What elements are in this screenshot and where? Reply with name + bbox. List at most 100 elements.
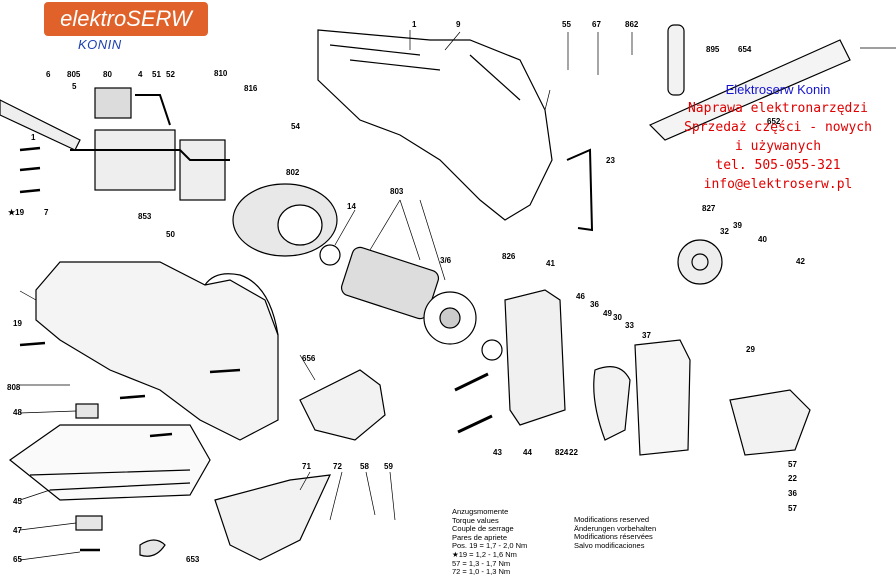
part-label: 41 — [546, 259, 555, 268]
part-label: 862 — [625, 20, 639, 29]
rod-654 — [648, 39, 851, 141]
plate-37 — [634, 339, 691, 456]
brand-logo: elektroSERW — [44, 2, 208, 36]
part-label: 4 — [138, 70, 143, 79]
part-label: 80 — [103, 70, 112, 79]
torque-row: 57 = 1,3 - 1,7 Nm — [452, 558, 511, 568]
part-label: 57 — [788, 460, 797, 469]
part-label: 58 — [360, 462, 369, 471]
part-label: 49 — [603, 309, 612, 318]
part-label: 46 — [576, 292, 585, 301]
part-label: 36 — [590, 300, 599, 309]
guard-656 — [299, 369, 386, 441]
torque-heading: Pares de apriete — [452, 532, 508, 542]
part-label: 47 — [13, 526, 22, 535]
torque-row: 72 = 1,0 - 1,3 Nm — [452, 567, 511, 577]
base-plate — [8, 424, 211, 501]
part-label: 9 — [456, 20, 461, 29]
part-label: 656 — [302, 354, 316, 363]
part-label: 826 — [502, 252, 516, 261]
part-label: 71 — [302, 462, 311, 471]
torque-heading: Torque values — [452, 515, 499, 525]
part-label: 805 — [67, 70, 81, 79]
part-label: 32 — [720, 227, 729, 236]
contact-line: i używanych — [734, 139, 822, 154]
part-label: 33 — [625, 321, 634, 330]
part-label: 827 — [702, 204, 716, 213]
part-label: 54 — [291, 122, 300, 131]
modifications-line: Modifications reserved — [574, 515, 650, 524]
part-label: 1 — [412, 20, 417, 29]
torque-row: Pos. 19 = 1,7 - 2,0 Nm — [452, 541, 528, 551]
contact-block: Elektroserw Konin Naprawa elektronarzędz… — [676, 80, 880, 194]
torque-row: ★19 = 1,2 - 1,6 Nm — [452, 549, 517, 559]
modifications-line: Modifications réservées — [574, 532, 653, 542]
part-label-group: 1 9 55 67 862 895 654 6 805 5 80 4 51 52… — [7, 20, 805, 564]
torque-heading: Anzugsmomente — [452, 507, 509, 516]
part-label: 895 — [706, 45, 720, 54]
part-label: 48 — [13, 408, 22, 417]
part-label: 43 — [493, 448, 502, 457]
lever-30 — [593, 366, 631, 441]
part-label: 67 — [592, 20, 601, 29]
foot-71 — [214, 474, 331, 561]
part-label: 824 — [555, 448, 569, 457]
contact-phone: tel. 505-055-321 — [715, 158, 841, 173]
brand-city: KONIN — [78, 37, 122, 52]
part-label: 55 — [562, 20, 571, 29]
part-label: 19 — [13, 319, 22, 328]
part-label: 42 — [796, 257, 805, 266]
modifications-notice: Modifications reserved Änderungen vorbeh… — [574, 515, 657, 550]
part-label: ★19 — [8, 208, 25, 217]
tube-895 — [667, 24, 685, 96]
part-label: 653 — [186, 555, 200, 564]
part-label: 810 — [214, 69, 228, 78]
part-label: 37 — [642, 331, 651, 340]
part-label: 5 — [72, 82, 77, 91]
contact-email: info@elektroserw.pl — [703, 177, 853, 192]
part-label: 44 — [523, 448, 532, 457]
cover-824 — [729, 389, 811, 456]
shaft-6 — [0, 99, 81, 151]
part-label: 853 — [138, 212, 152, 221]
part-label: 3/6 — [440, 256, 452, 265]
gear-plate-826 — [504, 289, 566, 426]
armature-803 — [340, 246, 440, 320]
part-label: 36 — [788, 489, 797, 498]
part-label: 654 — [738, 45, 752, 54]
part-label: 52 — [166, 70, 175, 79]
part-label: 57 — [788, 504, 797, 513]
part-label: 40 — [758, 235, 767, 244]
housing-half-left — [35, 261, 279, 441]
part-label: 22 — [569, 448, 578, 457]
part-label: 652 — [767, 117, 781, 126]
torque-table: Anzugsmomente Torque values Couple de se… — [452, 507, 528, 577]
contact-title: Elektroserw Konin — [725, 82, 831, 97]
torque-heading: Couple de serrage — [452, 524, 514, 534]
switch-80 — [94, 87, 132, 119]
part-label: 1 — [31, 133, 36, 142]
part-label: 50 — [166, 230, 175, 239]
part-label: 30 — [613, 313, 622, 322]
modifications-line: Änderungen vorbehalten — [574, 523, 657, 533]
part-label: 45 — [13, 497, 22, 506]
part-label: 22 — [788, 474, 797, 483]
part-label: 59 — [384, 462, 393, 471]
contact-line: Sprzedaż części - nowych — [684, 120, 872, 135]
part-label: 65 — [13, 555, 22, 564]
part-label: 14 — [347, 202, 356, 211]
brand-name: elektroSERW — [60, 6, 192, 31]
part-label: 803 — [390, 187, 404, 196]
modifications-line: Salvo modificaciones — [574, 540, 645, 550]
part-label: 72 — [333, 462, 342, 471]
housing-half-right — [317, 29, 553, 221]
part-label: 816 — [244, 84, 258, 93]
gear-827 — [677, 239, 723, 285]
bracket-23 — [566, 148, 594, 232]
part-label: 23 — [606, 156, 615, 165]
contact-line: Naprawa elektronarzędzi — [687, 101, 868, 116]
part-label: 51 — [152, 70, 161, 79]
part-label: 808 — [7, 383, 21, 392]
part-label: 802 — [286, 168, 300, 177]
